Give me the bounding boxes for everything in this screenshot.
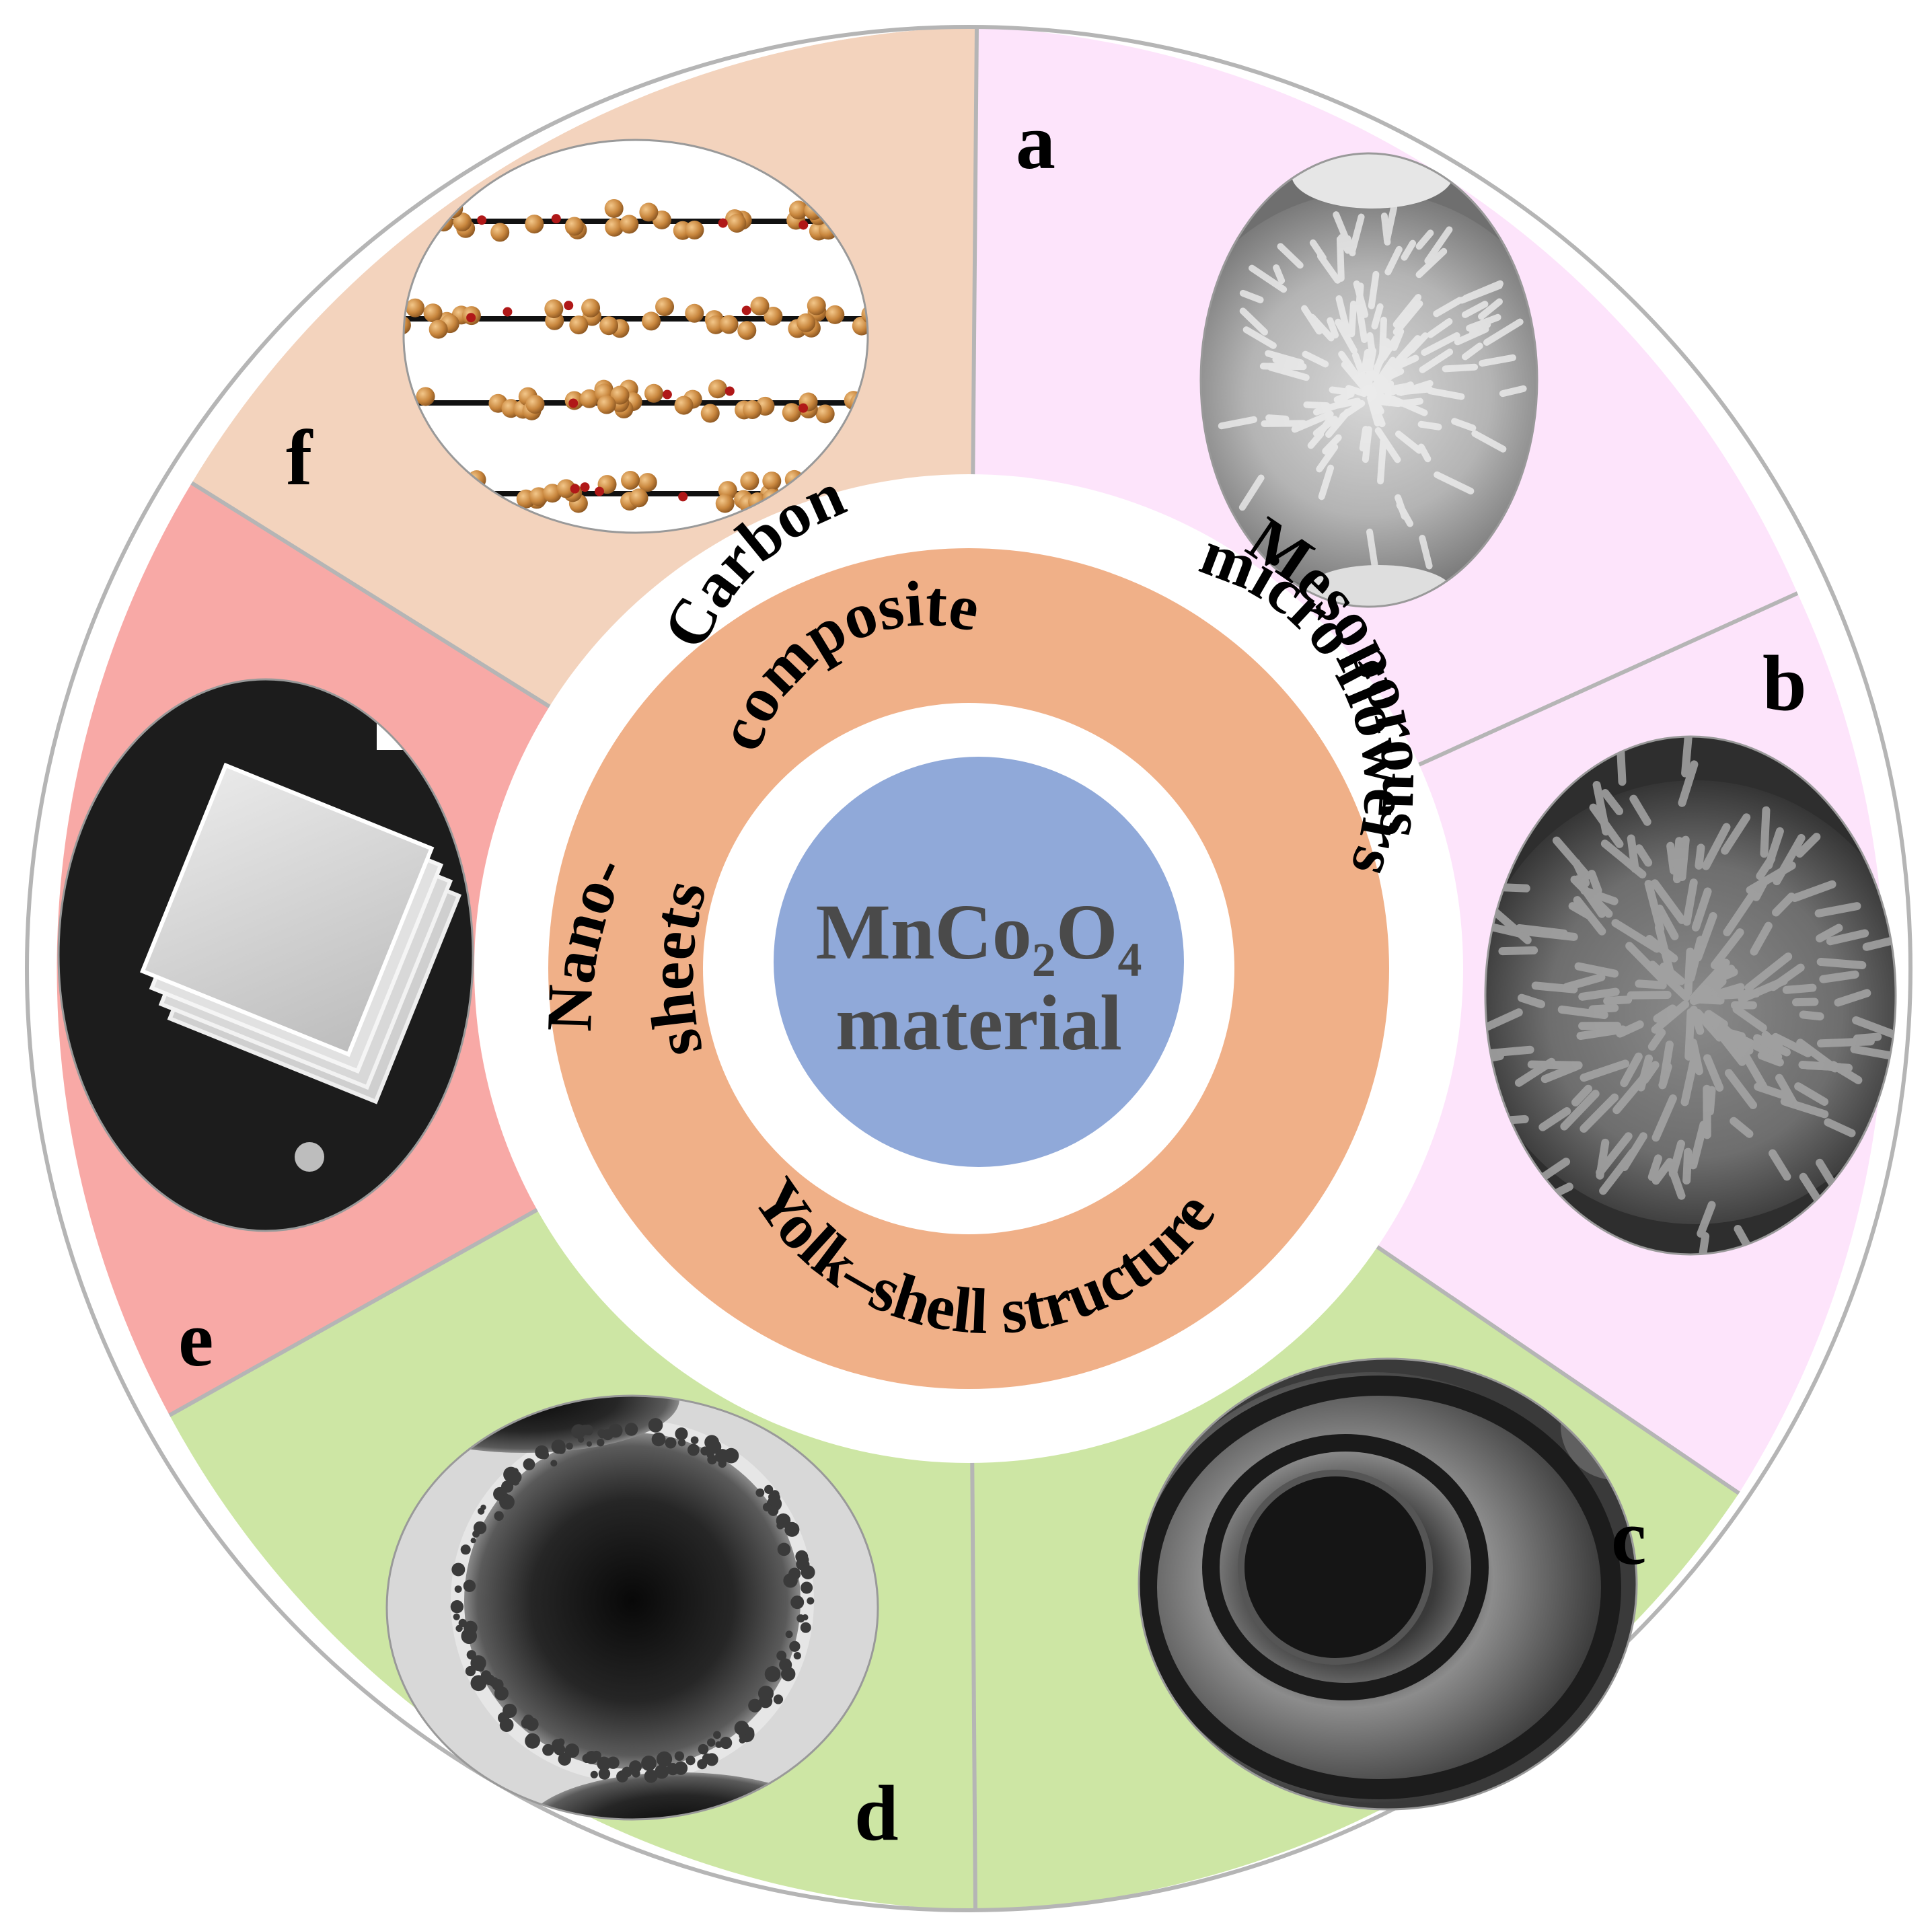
panel-label-e: e xyxy=(178,1295,213,1383)
outer-border xyxy=(25,25,1912,1912)
sem-nanorod-flower-icon xyxy=(1484,735,1897,1256)
formula-sub-2: 2 xyxy=(1032,933,1056,987)
panel-label-d: d xyxy=(854,1769,899,1857)
formula-sub-4: 4 xyxy=(1118,933,1142,987)
core-material-label: material xyxy=(835,979,1122,1067)
panel-label-b: b xyxy=(1762,639,1807,727)
panel-label-f: f xyxy=(286,414,313,502)
tem-sphere-icon xyxy=(385,1394,879,1821)
core-formula: MnCo2O4 xyxy=(815,888,1142,987)
sem-stacked-nanosheets-icon xyxy=(57,678,474,1232)
formula-part-mnco: MnCo xyxy=(815,888,1031,976)
core-circle xyxy=(774,757,1184,1167)
ring-label-sheets: sheets xyxy=(635,872,720,1063)
sector-f-corner xyxy=(192,27,977,483)
formula-part-o: O xyxy=(1056,888,1118,976)
panel-label-a: a xyxy=(1016,98,1055,186)
panel-label-c: c xyxy=(1611,1493,1646,1581)
